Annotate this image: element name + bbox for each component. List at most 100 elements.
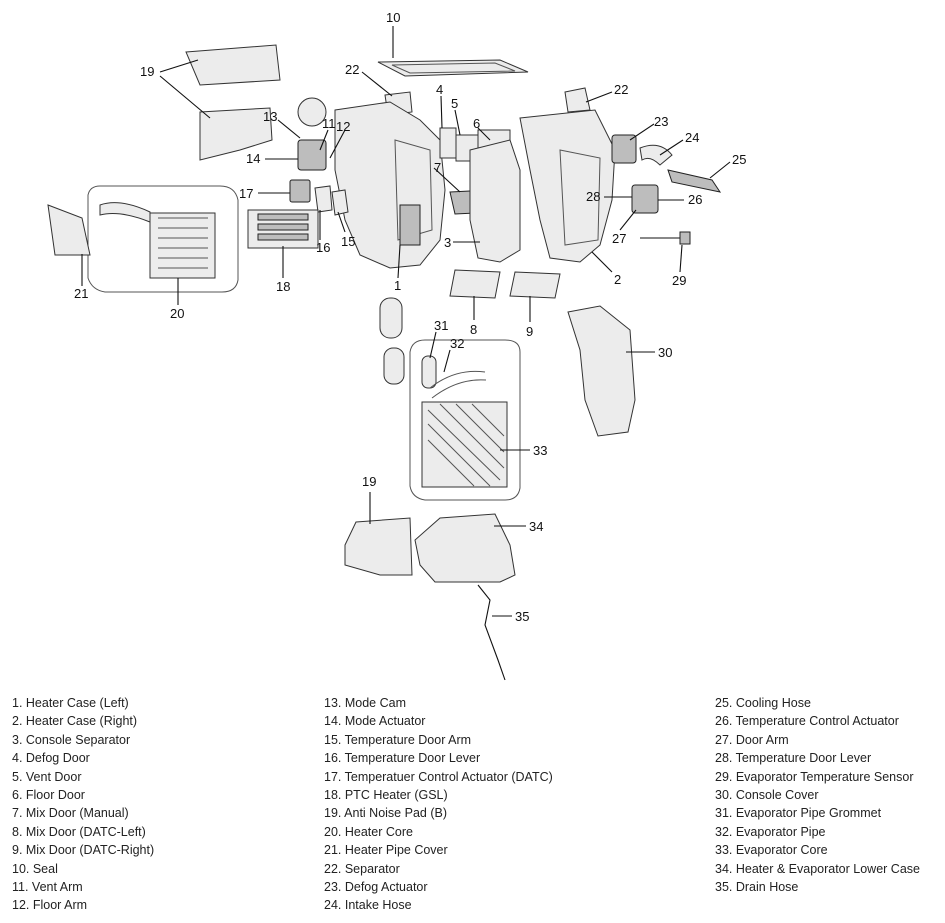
callout-22-left: 22: [345, 62, 359, 77]
legend-item: 15. Temperature Door Arm: [324, 732, 472, 747]
legend-item: 10. Seal: [12, 861, 58, 876]
defog-actuator-part: [611, 134, 637, 164]
legend-column-1: 1. Heater Case (Left) 2. Heater Case (Ri…: [12, 694, 154, 915]
legend-item: 26. Temperature Control Actuator: [715, 714, 899, 729]
callout-11: 11: [322, 116, 336, 131]
legend-item: 35. Drain Hose: [715, 879, 799, 894]
callout-34: 34: [529, 519, 543, 534]
callout-3: 3: [444, 235, 451, 250]
callout-13: 13: [263, 109, 277, 124]
callout-33: 33: [533, 443, 547, 458]
callout-22-right: 22: [614, 82, 628, 97]
legend-item: 22. Separator: [324, 861, 400, 876]
legend-item: 17. Temperatuer Control Actuator (DATC): [324, 769, 553, 784]
callout-18: 18: [276, 279, 290, 294]
legend-item: 9. Mix Door (DATC-Right): [12, 843, 155, 858]
legend-item: 3. Console Separator: [12, 732, 131, 747]
callout-32: 32: [450, 336, 464, 351]
console-cover-part: [567, 305, 636, 437]
legend-item: 23. Defog Actuator: [324, 879, 428, 894]
callout-15: 15: [341, 234, 355, 249]
parts-legend: 1. Heater Case (Left) 2. Heater Case (Ri…: [0, 694, 945, 920]
callout-20: 20: [170, 306, 184, 321]
console-separator-part: [469, 139, 521, 263]
legend-item: 6. Floor Door: [12, 787, 85, 802]
callout-6: 6: [473, 116, 480, 131]
anti-noise-pad-lower-part: [344, 517, 413, 576]
callout-7: 7: [434, 160, 441, 175]
legend-item: 30. Console Cover: [715, 787, 819, 802]
heater-case-right-part: [519, 109, 616, 263]
legend-item: 12. Floor Arm: [12, 898, 88, 913]
legend-item: 21. Heater Pipe Cover: [324, 843, 448, 858]
callout-10: 10: [386, 10, 400, 25]
legend-item: 25. Cooling Hose: [715, 696, 811, 710]
legend-item: 32. Evaporator Pipe: [715, 824, 826, 839]
cooling-hose-part: [667, 169, 722, 193]
callout-30: 30: [658, 345, 672, 360]
callout-35: 35: [515, 609, 529, 624]
callout-31: 31: [434, 318, 448, 333]
legend-item: 2. Heater Case (Right): [12, 714, 138, 729]
callout-16: 16: [316, 240, 330, 255]
legend-item: 5. Vent Door: [12, 769, 82, 784]
mix-door-datc-right-part: [509, 271, 561, 299]
legend-item: 28. Temperature Door Lever: [715, 751, 872, 766]
heater-case-left-part: [334, 101, 446, 269]
callout-19-bottom: 19: [362, 474, 376, 489]
drain-hose-part: [477, 584, 506, 681]
intake-hose-part: [639, 144, 673, 166]
legend-column-2: 13. Mode Cam 14. Mode Actuator 15. Tempe…: [324, 694, 553, 915]
legend-item: 14. Mode Actuator: [324, 714, 426, 729]
legend-item: 4. Defog Door: [12, 751, 90, 766]
seal-part: [377, 59, 529, 77]
legend-item: 24. Intake Hose: [324, 898, 412, 913]
mode-cam-part: [297, 97, 327, 127]
callout-9: 9: [526, 324, 533, 339]
legend-item: 20. Heater Core: [324, 824, 413, 839]
callout-1: 1: [394, 278, 401, 293]
evaporator-core-detail: [409, 339, 521, 501]
legend-item: 16. Temperature Door Lever: [324, 751, 481, 766]
callout-2: 2: [614, 272, 621, 287]
legend-item: 8. Mix Door (DATC-Left): [12, 824, 146, 839]
callout-12: 12: [336, 119, 350, 134]
evaporator-temperature-sensor-part: [640, 231, 691, 245]
callout-19-top: 19: [140, 64, 154, 79]
exploded-parts-diagram: 10 22 19 13 11 14 12 4 5 6 7 22 23 24 25…: [47, 10, 746, 681]
callout-23: 23: [654, 114, 668, 129]
legend-item: 27. Door Arm: [715, 732, 789, 747]
legend-item: 31. Evaporator Pipe Grommet: [715, 806, 882, 821]
callout-26: 26: [688, 192, 702, 207]
mode-actuator-part: [297, 139, 327, 171]
callout-8: 8: [470, 322, 477, 337]
separator-right-part: [564, 87, 591, 113]
heater-core-detail: [47, 185, 239, 293]
legend-item: 33. Evaporator Core: [715, 843, 828, 858]
legend-item: 11. Vent Arm: [12, 879, 83, 894]
temp-door-lever-part: [314, 185, 333, 213]
callout-14: 14: [246, 151, 260, 166]
callout-27: 27: [612, 231, 626, 246]
temp-control-actuator-part: [631, 184, 659, 214]
ptc-heater-part: [247, 209, 319, 249]
mix-door-datc-left-part: [449, 269, 501, 299]
legend-item: 34. Heater & Evaporator Lower Case: [715, 861, 920, 876]
temp-control-actuator-datc-part: [289, 179, 311, 203]
legend-item: 29. Evaporator Temperature Sensor: [715, 769, 914, 784]
callout-5: 5: [451, 96, 458, 111]
callout-4: 4: [436, 82, 443, 97]
legend-item: 13. Mode Cam: [324, 696, 406, 710]
leader-lines: [81, 26, 731, 617]
temp-door-arm-part: [331, 189, 349, 216]
legend-column-3: 25. Cooling Hose 26. Temperature Control…: [715, 694, 920, 896]
callout-labels: 10 22 19 13 11 14 12 4 5 6 7 22 23 24 25…: [74, 10, 746, 624]
lower-case-part: [414, 513, 516, 583]
callout-21: 21: [74, 286, 88, 301]
legend-item: 18. PTC Heater (GSL): [324, 787, 448, 802]
anti-noise-pad-upper-part: [185, 44, 281, 161]
legend-item: 7. Mix Door (Manual): [12, 806, 129, 821]
callout-17: 17: [239, 186, 253, 201]
legend-item: 19. Anti Noise Pad (B): [324, 806, 447, 821]
evaporator-pipe-grommets-part: [379, 297, 487, 399]
